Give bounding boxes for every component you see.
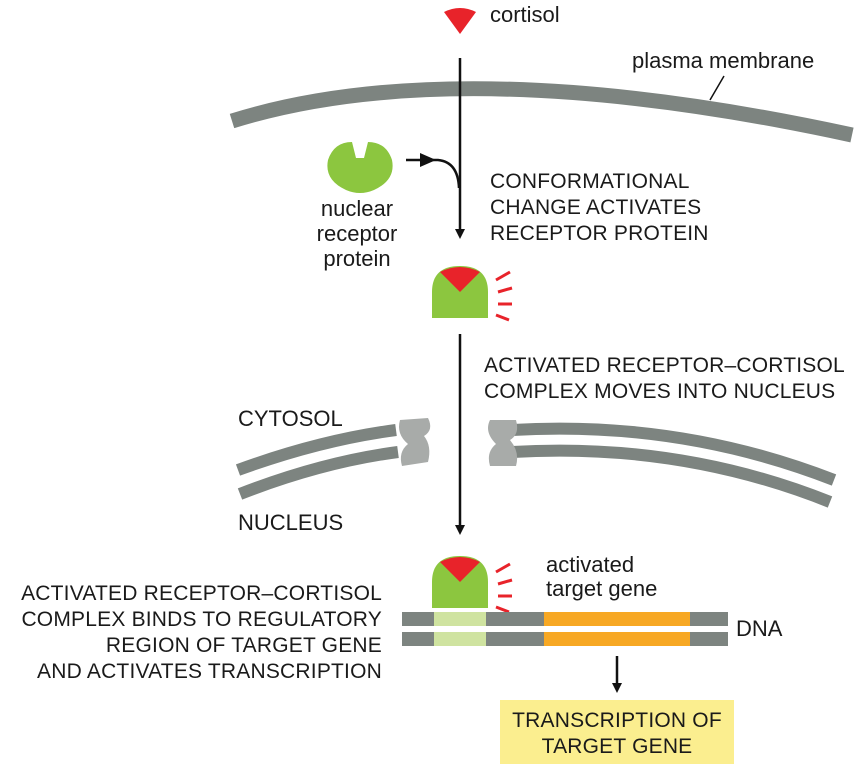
- plasma-membrane-label: plasma membrane: [632, 48, 814, 73]
- result-line2: TARGET GENE: [542, 735, 693, 758]
- cortisol-icon: [444, 8, 476, 34]
- receptor-label-line3: protein: [323, 246, 390, 271]
- receptor-cortisol-complex-icon: [432, 556, 513, 614]
- cortisol-label: cortisol: [490, 2, 560, 27]
- receptor-cortisol-complex-icon: [432, 266, 513, 322]
- arrow-receptor-join: [406, 158, 461, 189]
- step3-caption-line3: REGION OF TARGET GENE: [106, 634, 382, 657]
- nuclear-pore-icon: [488, 420, 518, 466]
- nuclear-envelope-right-inner: [511, 444, 833, 508]
- plasma-membrane-leader-line: [709, 75, 725, 101]
- step1-caption-line3: RECEPTOR PROTEIN: [490, 222, 709, 245]
- nuclear-envelope-left-outer: [235, 424, 397, 476]
- nuclear-envelope-right-outer: [511, 422, 837, 486]
- result-line1: TRANSCRIPTION OF: [512, 709, 722, 732]
- dna-strands: [402, 612, 728, 646]
- step2-caption-line2: COMPLEX MOVES INTO NUCLEUS: [484, 380, 835, 403]
- target-gene-label-line1: activated: [546, 552, 634, 577]
- step3-caption-line2: COMPLEX BINDS TO REGULATORY: [21, 608, 382, 631]
- cytosol-label: CYTOSOL: [238, 406, 343, 431]
- arrow-receptor-join-head: [420, 153, 436, 167]
- step2-caption-line1: ACTIVATED RECEPTOR–CORTISOL: [484, 354, 845, 377]
- nuclear-envelope-left-inner: [237, 446, 399, 500]
- step1-caption-line2: CHANGE ACTIVATES: [490, 196, 701, 219]
- nuclear-pore-icon: [399, 418, 431, 466]
- receptor-label-line1: nuclear: [321, 196, 393, 221]
- target-gene-label-line2: target gene: [546, 576, 657, 601]
- receptor-label-line2: receptor: [317, 221, 398, 246]
- plasma-membrane: [229, 81, 854, 143]
- nucleus-label: NUCLEUS: [238, 510, 343, 535]
- step3-caption-line4: AND ACTIVATES TRANSCRIPTION: [37, 660, 382, 683]
- step1-caption-line1: CONFORMATIONAL: [490, 170, 690, 193]
- dna-label: DNA: [736, 616, 783, 641]
- receptor-protein-icon: [327, 142, 393, 193]
- step3-caption-line1: ACTIVATED RECEPTOR–CORTISOL: [21, 582, 382, 605]
- transcription-result-box: [500, 700, 734, 764]
